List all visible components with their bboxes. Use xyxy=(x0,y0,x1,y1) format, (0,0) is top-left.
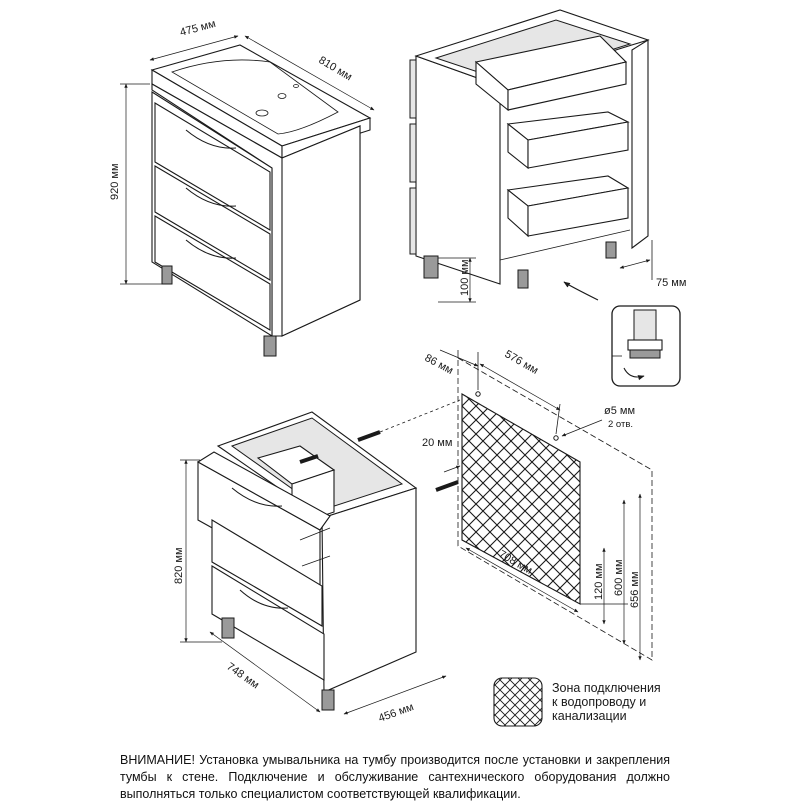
dim-cabinet-depth: 456 мм xyxy=(377,701,415,725)
dim-screw-length: 20 мм xyxy=(422,437,452,449)
legend-label-line1: Зона подключения xyxy=(552,681,661,695)
legend-label-line3: канализации xyxy=(552,709,627,723)
dim-leg-height: 100 мм xyxy=(459,259,471,296)
dim-total-height: 920 мм xyxy=(109,163,121,200)
dim-hole-spacing: 576 мм xyxy=(503,348,541,377)
view-assembled-cabinet xyxy=(120,35,375,357)
dim-panel-left-offset: 86 мм xyxy=(423,352,455,377)
dim-panel-height-inner: 600 мм xyxy=(613,559,625,596)
dim-sink-width: 810 мм xyxy=(316,54,354,83)
dim-hole-count: 2 отв. xyxy=(608,419,633,430)
legend-connection-zone xyxy=(493,677,543,727)
dim-hole-diameter: ø5 мм xyxy=(604,405,635,417)
view-installation xyxy=(180,399,461,715)
dim-back-gap: 75 мм xyxy=(656,277,686,289)
dim-sink-depth: 475 мм xyxy=(179,18,217,39)
legend-label-line2: к водопроводу и xyxy=(552,695,646,709)
view-connection-zone xyxy=(439,349,653,661)
leg-adjustment-detail xyxy=(563,281,681,387)
dim-cabinet-height: 820 мм xyxy=(173,547,185,584)
warning-note: ВНИМАНИЕ! Установка умывальника на тумбу… xyxy=(120,753,670,801)
dim-bottom-zone: 120 мм xyxy=(593,563,605,600)
view-open-cabinet xyxy=(409,9,653,303)
dim-panel-height-outer: 656 мм xyxy=(629,571,641,608)
